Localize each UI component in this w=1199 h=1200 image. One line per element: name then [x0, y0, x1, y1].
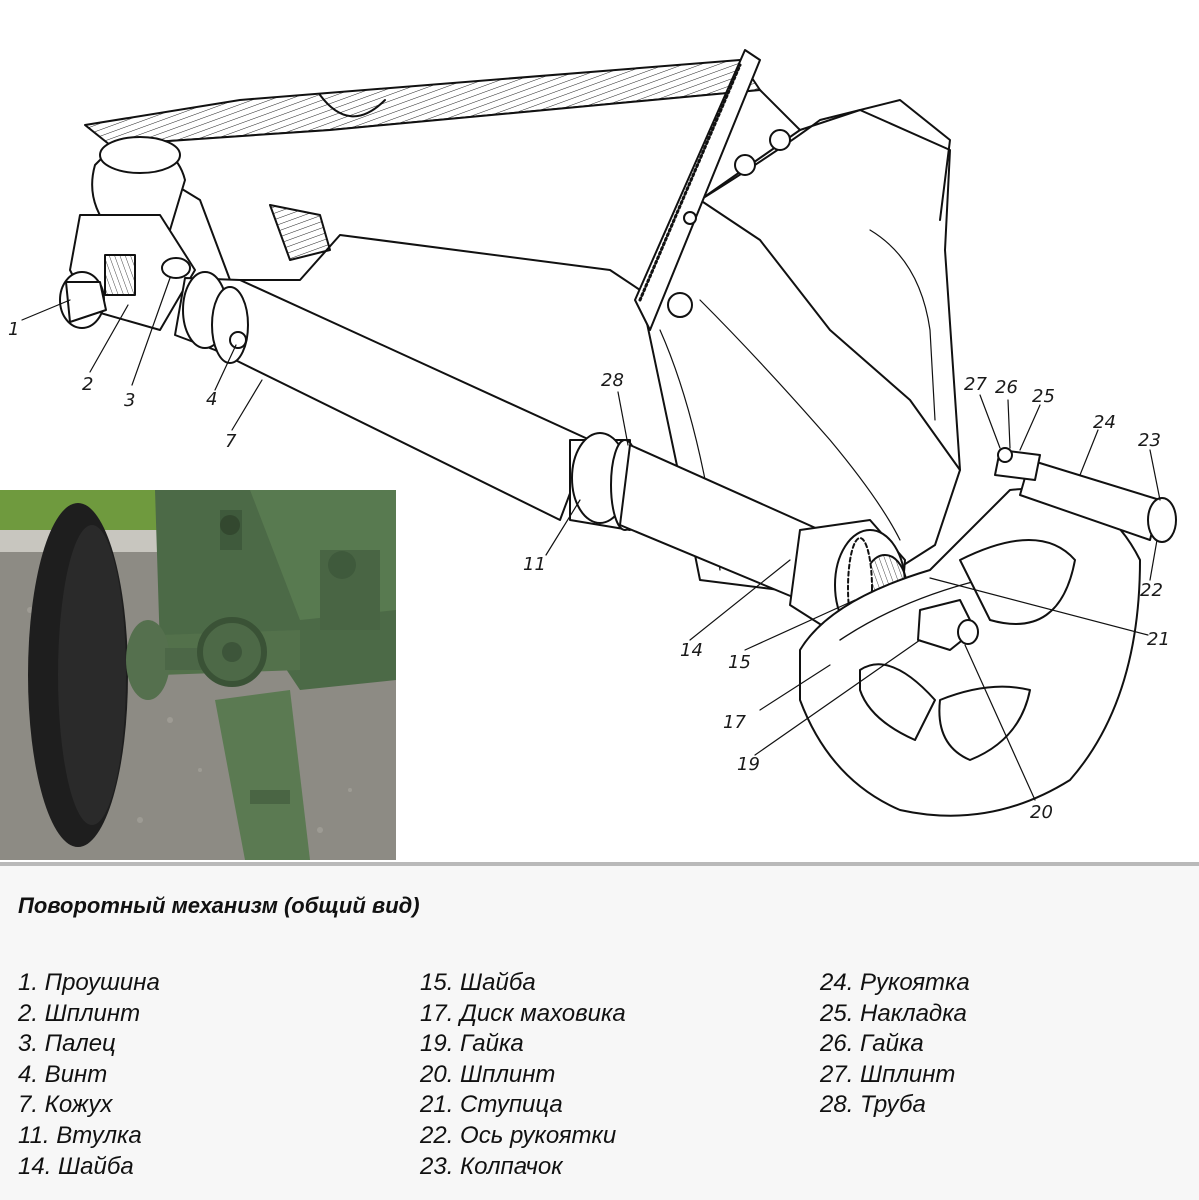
legend-column-2: 15. Шайба 17. Диск маховика 19. Гайка 20… [420, 968, 626, 1182]
legend-column-3: 24. Рукоятка 25. Накладка 26. Гайка 27. … [820, 968, 970, 1121]
callout-25: 25 [1032, 386, 1055, 407]
callout-11: 11 [523, 554, 546, 575]
callout-17: 17 [723, 712, 746, 733]
callout-7: 7 [225, 431, 237, 452]
technical-drawing: 1 2 3 4 7 11 28 14 15 17 19 20 21 22 23 … [8, 49, 1177, 823]
callout-14: 14 [680, 640, 703, 661]
callout-23: 23 [1138, 430, 1161, 451]
legend-item: 28. Труба [820, 1091, 926, 1119]
section-divider [0, 862, 1199, 866]
callout-28: 28 [601, 370, 624, 391]
legend-item: 7. Кожух [18, 1091, 113, 1119]
legend-item: 27. Шплинт [820, 1060, 956, 1088]
bolt [667, 292, 693, 318]
pin-3 [161, 257, 191, 279]
callout-27: 27 [964, 374, 987, 395]
callout-2: 2 [82, 374, 93, 395]
legend-column-1: 1. Проушина 2. Шплинт 3. Палец 4. Винт 7… [18, 968, 160, 1182]
bolt [683, 211, 697, 225]
carriage-cutout [319, 94, 386, 118]
legend-item: 21. Ступица [420, 1091, 563, 1119]
disk-window [938, 685, 1031, 761]
disk-window [959, 539, 1076, 625]
casing-7 [174, 277, 591, 521]
legend-item: 15. Шайба [420, 969, 536, 996]
legend-item: 2. Шплинт [18, 999, 141, 1027]
photo-illustration [0, 490, 396, 860]
legend-item: 19. Гайка [420, 1030, 524, 1058]
legend-item: 23. Колпачок [420, 1152, 563, 1180]
trail-leg [215, 690, 310, 860]
callout-15: 15 [728, 652, 751, 673]
caption-panel [0, 866, 1199, 1200]
callout-19: 19 [737, 754, 760, 775]
cap-23 [1147, 497, 1177, 543]
callout-24: 24 [1093, 412, 1116, 433]
legend-item: 17. Диск маховика [420, 999, 626, 1027]
legend-item: 25. Накладка [820, 999, 967, 1027]
legend-item: 11. Втулка [18, 1121, 142, 1149]
handle-24 [1019, 459, 1161, 541]
inset-photo [0, 490, 396, 860]
callout-4: 4 [206, 389, 217, 410]
legend-item: 14. Шайба [18, 1152, 134, 1180]
caption-title: Поворотный механизм (общий вид) [18, 893, 420, 918]
legend-item: 22. Ось рукоятки [420, 1121, 617, 1149]
callout-20: 20 [1030, 802, 1053, 823]
legend-item: 26. Гайка [820, 1030, 924, 1058]
callout-1: 1 [8, 319, 19, 340]
legend-item: 3. Палец [18, 1030, 116, 1058]
mechanism-line-drawing: 1 2 3 4 7 11 28 14 15 17 19 20 21 22 23 … [8, 49, 1177, 823]
screw-4 [229, 331, 247, 349]
legend-item: 20. Шплинт [420, 1060, 556, 1088]
callout-21: 21 [1147, 629, 1170, 650]
toothed-bracket [634, 49, 761, 331]
disk-window [859, 663, 936, 741]
callout-26: 26 [995, 377, 1018, 398]
callout-22: 22 [1140, 580, 1163, 601]
legend-item: 24. Рукоятка [820, 969, 970, 996]
callout-3: 3 [124, 390, 135, 411]
legend-item: 1. Проушина [18, 969, 160, 996]
legend-item: 4. Винт [18, 1060, 108, 1088]
bolt [734, 154, 756, 176]
bolt [769, 129, 791, 151]
